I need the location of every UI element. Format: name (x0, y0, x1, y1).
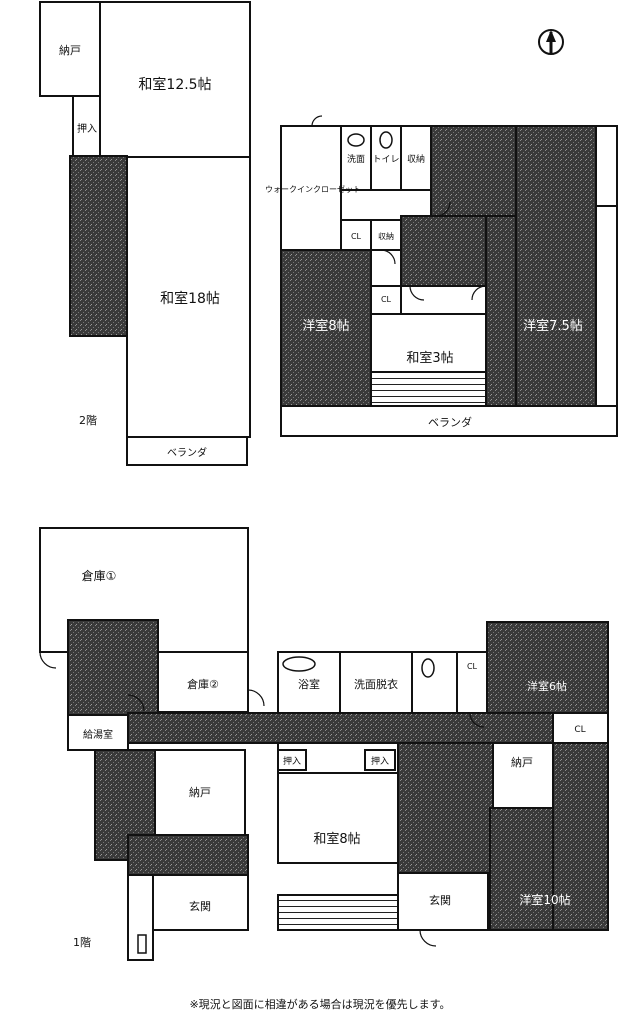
floor2-right-building (280, 125, 618, 437)
room-genkan-left: 玄関 (189, 899, 211, 913)
room-yokushitsu: 浴室 (298, 677, 320, 691)
closet-cl-a-1f: CL (467, 662, 478, 671)
room-washitsu-18: 和室18帖 (160, 290, 220, 307)
room-washitsu-6: 洋室6帖 (527, 679, 567, 693)
room-souko-1: 倉庫① (82, 568, 117, 583)
room-senmen-dasshu: 洗面脱衣 (354, 677, 398, 691)
north-arrow-icon (538, 29, 564, 55)
floor1-right-building (277, 621, 609, 931)
room-kyuto: 給湯室 (83, 728, 113, 741)
room-youshitsu-75: 洋室7.5帖 (523, 318, 583, 334)
floor2-left-building (39, 1, 251, 466)
room-nando-left: 納戸 (189, 786, 211, 799)
room-oshiire-a-1f: 押入 (283, 755, 301, 767)
room-nando-2f: 納戸 (59, 44, 81, 57)
closet-cl-b-2f: CL (381, 295, 392, 304)
door-swings (39, 115, 487, 947)
veranda-left: ベランダ (167, 446, 207, 459)
room-genkan-right: 玄関 (429, 893, 451, 907)
room-walkin-closet: ウォークインクローゼット (265, 184, 361, 194)
disclaimer-note: ※現況と図面に相違がある場合は現況を優先します。 (189, 998, 451, 1011)
room-senmen-2f: 洗面 (347, 153, 365, 165)
fixtures (137, 131, 435, 954)
room-shuno-2f: 収納 (407, 153, 425, 165)
closet-cl-b-1f: CL (574, 725, 585, 735)
room-washitsu-8: 和室8帖 (313, 831, 360, 847)
floor1-label: 1階 (73, 935, 91, 949)
room-toilet-2f: トイレ (372, 155, 399, 165)
room-nando-right: 納戸 (511, 756, 533, 769)
room-oshiire-2f: 押入 (77, 122, 97, 135)
room-youshitsu-8: 洋室8帖 (302, 318, 349, 334)
closet-cl-a-2f: CL (351, 232, 362, 241)
room-oshiire-b-1f: 押入 (371, 755, 389, 767)
connecting-corridor (127, 712, 609, 744)
room-shuno-b-2f: 収納 (378, 231, 394, 241)
room-washitsu-3: 和室3帖 (406, 350, 453, 366)
room-youshitsu-10: 洋室10帖 (519, 892, 570, 907)
floor2-label: 2階 (79, 413, 97, 427)
room-washitsu-125: 和室12.5帖 (138, 76, 211, 93)
veranda-right: ベランダ (428, 415, 472, 429)
room-souko-2: 倉庫② (187, 677, 219, 691)
